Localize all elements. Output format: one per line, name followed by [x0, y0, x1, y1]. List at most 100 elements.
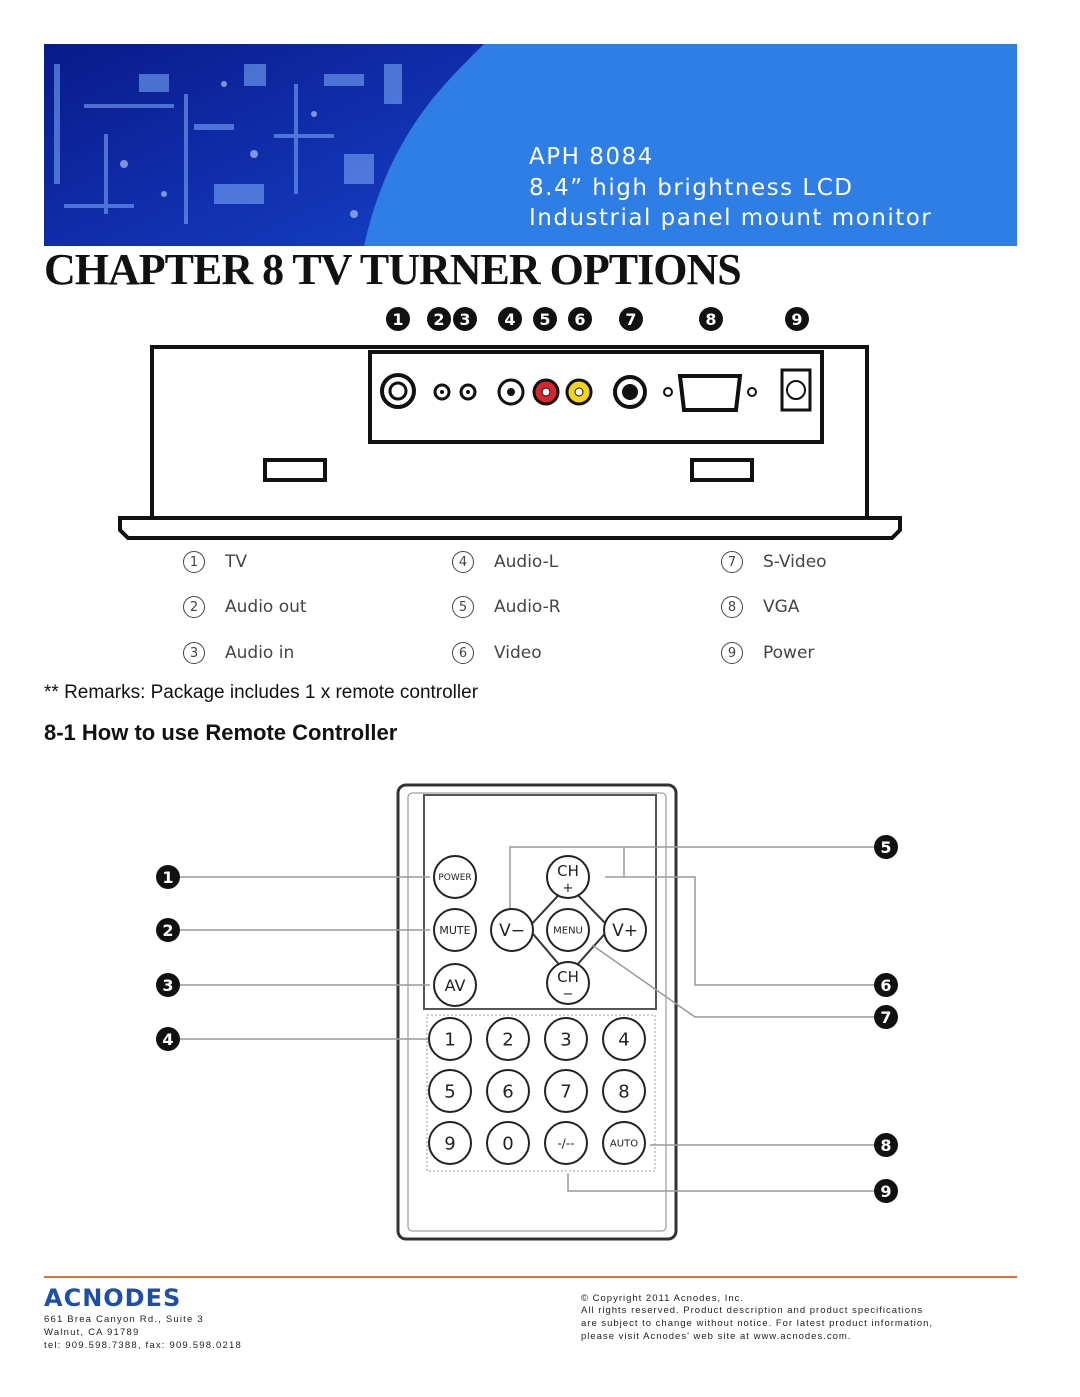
- remote-callout-2: 2: [156, 918, 180, 942]
- svg-text:−: −: [563, 987, 574, 1002]
- legend-number: 6: [452, 642, 474, 664]
- svg-text:2: 2: [162, 921, 173, 940]
- footer-rule: [44, 1276, 1017, 1278]
- svg-text:CH: CH: [557, 862, 579, 880]
- svg-text:3: 3: [459, 310, 470, 329]
- tv-connector: [380, 373, 416, 409]
- connector-callout-8: 8: [699, 307, 723, 331]
- svg-text:7: 7: [560, 1081, 571, 1102]
- channel-up-button[interactable]: CH+: [546, 855, 590, 899]
- banner-subtitle: 8.4” high brightness LCD: [529, 175, 854, 201]
- svg-text:8: 8: [705, 310, 716, 329]
- legend-label: Video: [494, 643, 542, 663]
- legend-label: VGA: [763, 597, 800, 617]
- copyright-line: © Copyright 2011 Acnodes, Inc.: [581, 1293, 745, 1304]
- connector-callout-7: 7: [619, 307, 643, 331]
- legal-line: All rights reserved. Product description…: [581, 1305, 924, 1316]
- volume-down-button[interactable]: V−: [490, 908, 534, 952]
- remote-callout-7: 7: [874, 1005, 898, 1029]
- power-button[interactable]: POWER: [433, 855, 477, 899]
- svg-text:AV: AV: [445, 976, 466, 995]
- chapter-title: CHAPTER 8 TV TURNER OPTIONS: [44, 245, 742, 294]
- digit-9-button[interactable]: 9: [428, 1121, 472, 1165]
- audio-in-jack: [459, 383, 477, 401]
- svg-text:-/--: -/--: [557, 1136, 574, 1150]
- front-bezel: [118, 516, 902, 540]
- svg-text:POWER: POWER: [438, 873, 471, 883]
- svg-text:5: 5: [444, 1081, 455, 1102]
- svg-text:ACNODES: ACNODES: [44, 1286, 181, 1310]
- digit-6-button[interactable]: 6: [486, 1069, 530, 1113]
- svg-text:7: 7: [625, 310, 636, 329]
- top-key-area: [423, 794, 657, 1010]
- svg-text:0: 0: [502, 1133, 513, 1154]
- remarks-text: ** Remarks: Package includes 1 x remote …: [44, 682, 479, 703]
- auto-button[interactable]: AUTO: [602, 1121, 646, 1165]
- channel-down-button[interactable]: CH−: [546, 961, 590, 1005]
- banner-description: Industrial panel mount monitor: [529, 205, 933, 231]
- mute-button[interactable]: MUTE: [433, 908, 477, 952]
- legend-label: TV: [225, 552, 248, 572]
- svg-text:2: 2: [502, 1029, 513, 1050]
- svg-text:+: +: [563, 881, 574, 896]
- svg-text:6: 6: [574, 310, 585, 329]
- svg-text:1: 1: [162, 868, 173, 887]
- connector-callout-5: 5: [533, 307, 557, 331]
- svg-text:5: 5: [880, 838, 891, 857]
- volume-up-button[interactable]: V+: [603, 908, 647, 952]
- banner-model: APH 8084: [529, 144, 654, 170]
- svg-text:2: 2: [433, 310, 444, 329]
- remote-callout-1: 1: [156, 865, 180, 889]
- legend-item-video: 6 Video: [452, 642, 542, 664]
- svg-text:1: 1: [392, 310, 403, 329]
- remote-callout-3: 3: [156, 973, 180, 997]
- digit-0-button[interactable]: 0: [486, 1121, 530, 1165]
- circuit-board-image: [44, 44, 1017, 246]
- s-video-connector: [613, 375, 647, 409]
- legend-number: 5: [452, 596, 474, 618]
- svg-text:V−: V−: [499, 921, 525, 941]
- remote-body: [396, 783, 678, 1241]
- legal-line: please visit Acnodes' web site at www.ac…: [581, 1331, 852, 1342]
- connector-callout-3: 3: [453, 307, 477, 331]
- legend-number: 2: [183, 596, 205, 618]
- svg-text:4: 4: [618, 1029, 629, 1050]
- remote-callout-4: 4: [156, 1027, 180, 1051]
- digit-4-button[interactable]: 4: [602, 1017, 646, 1061]
- contact-line: tel: 909.598.7388, fax: 909.598.0218: [44, 1340, 242, 1351]
- remote-callout-8: 8: [874, 1133, 898, 1157]
- acnodes-logo: ACNODES: [44, 1286, 181, 1310]
- legend-label: S-Video: [763, 552, 827, 572]
- digit-2-button[interactable]: 2: [486, 1017, 530, 1061]
- address-line: 661 Brea Canyon Rd., Suite 3: [44, 1314, 204, 1325]
- legend-label: Power: [763, 643, 815, 663]
- remote-callout-9: 9: [874, 1179, 898, 1203]
- connector-callout-4: 4: [498, 307, 522, 331]
- svg-text:AUTO: AUTO: [610, 1139, 638, 1150]
- header-banner: APH 8084 8.4” high brightness LCD Indust…: [44, 44, 1017, 246]
- digit-7-button[interactable]: 7: [544, 1069, 588, 1113]
- keypad-area: [426, 1014, 656, 1172]
- mounting-slot: [690, 458, 754, 482]
- mounting-slot: [263, 458, 327, 482]
- svg-text:5: 5: [539, 310, 550, 329]
- svg-text:4: 4: [504, 310, 515, 329]
- audio-l-jack: [497, 378, 525, 406]
- svg-text:3: 3: [162, 976, 173, 995]
- digit-mode-button[interactable]: -/--: [544, 1121, 588, 1165]
- svg-text:MUTE: MUTE: [439, 924, 470, 937]
- section-title: 8-1 How to use Remote Controller: [44, 720, 398, 745]
- legend-number: 4: [452, 551, 474, 573]
- digit-8-button[interactable]: 8: [602, 1069, 646, 1113]
- legend-number: 9: [721, 642, 743, 664]
- av-button[interactable]: AV: [433, 963, 477, 1007]
- digit-3-button[interactable]: 3: [544, 1017, 588, 1061]
- digit-5-button[interactable]: 5: [428, 1069, 472, 1113]
- menu-button[interactable]: MENU: [546, 908, 590, 952]
- legend-number: 1: [183, 551, 205, 573]
- digit-1-button[interactable]: 1: [428, 1017, 472, 1061]
